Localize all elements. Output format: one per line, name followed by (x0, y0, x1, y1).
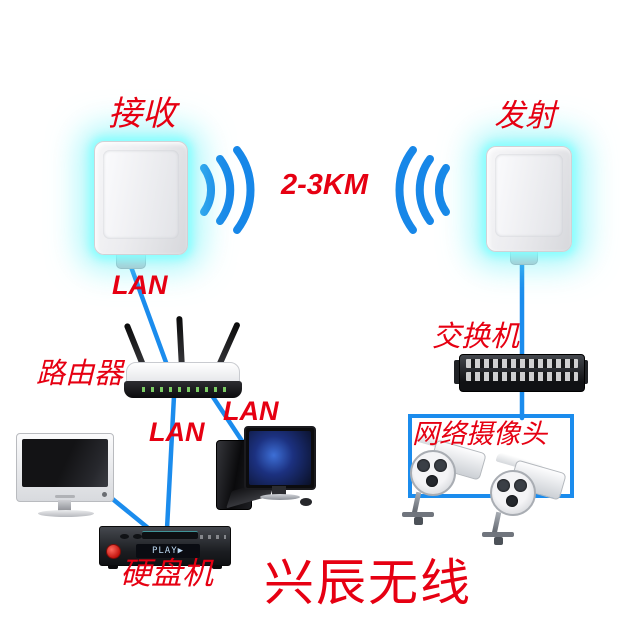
ip-camera-device (402, 431, 488, 530)
camera-lens-icon (426, 475, 438, 487)
desktop-computer-device (212, 426, 316, 512)
label-distance: 2-3KM (281, 169, 369, 201)
camera-bracket-stem (494, 537, 503, 545)
cable-antenna-to-router (127, 261, 174, 379)
cable-router-to-hdd-player (164, 393, 177, 532)
camera-bracket-arm (411, 491, 422, 515)
network-switch-device (454, 354, 588, 392)
label-ip-camera-zone: 网络摄像头 (412, 419, 547, 449)
receiver-antenna-device (94, 141, 188, 255)
hdd-player-display: PLAY▶ (136, 544, 200, 558)
hdd-player-device: PLAY▶ (99, 526, 231, 569)
tv-logo (55, 495, 75, 498)
camera-bracket-base (402, 512, 434, 517)
hdd-player-button (133, 534, 142, 539)
router-led-indicators (142, 387, 228, 392)
label-router: 路由器 (36, 358, 124, 390)
tv-monitor-device (16, 433, 116, 521)
ir-led-icon (434, 459, 447, 472)
switch-port-row (466, 372, 578, 381)
tv-power-led-icon (102, 492, 107, 497)
tv-stand-base (38, 510, 94, 517)
tv-stand-neck (58, 500, 71, 511)
label-switch: 交换机 (432, 321, 520, 353)
camera-lens-face (410, 450, 456, 496)
tv-screen (22, 439, 108, 487)
hdd-player-keys (200, 535, 226, 539)
pc-monitor-stand (272, 486, 286, 495)
ir-led-icon (497, 479, 510, 492)
label-lan-dvr: LAN (149, 417, 205, 447)
camera-lens-face (490, 470, 536, 516)
camera-bracket-stem (414, 517, 423, 525)
label-lan-antenna: LAN (112, 270, 168, 300)
wifi-waves-right-icon (395, 146, 450, 234)
pc-mouse (300, 498, 312, 506)
wifi-waves-left-icon (200, 146, 255, 234)
ip-camera-device (482, 451, 568, 550)
camera-bracket-base (482, 532, 514, 537)
tv-frame (16, 433, 114, 502)
label-transmitter: 发射 (494, 98, 556, 133)
pc-monitor-base (260, 494, 300, 500)
disc-tray (142, 531, 198, 539)
router-front-panel (124, 381, 242, 398)
device-foot (212, 565, 222, 569)
rack-ear (454, 360, 462, 384)
ir-led-icon (417, 459, 430, 472)
camera-lens-icon (506, 495, 518, 507)
device-foot (108, 565, 118, 569)
antenna-panel-face (103, 149, 179, 240)
label-lan-pc: LAN (223, 396, 279, 426)
pc-monitor (244, 426, 316, 490)
camera-bracket-arm (491, 511, 502, 535)
label-hdd-player: 硬盘机 (120, 556, 213, 591)
hdd-player-badge-icon (106, 544, 121, 559)
antenna-panel-face (494, 154, 564, 238)
switch-chassis (459, 354, 585, 392)
switch-port-row (466, 359, 578, 368)
brand-text: 兴辰无线 (264, 554, 472, 612)
transmitter-antenna-device (486, 146, 572, 252)
hdd-player-button (120, 534, 129, 539)
router-device (120, 314, 250, 404)
ir-led-icon (514, 479, 527, 492)
pc-screen (249, 431, 311, 485)
label-receiver: 接收 (108, 95, 176, 133)
